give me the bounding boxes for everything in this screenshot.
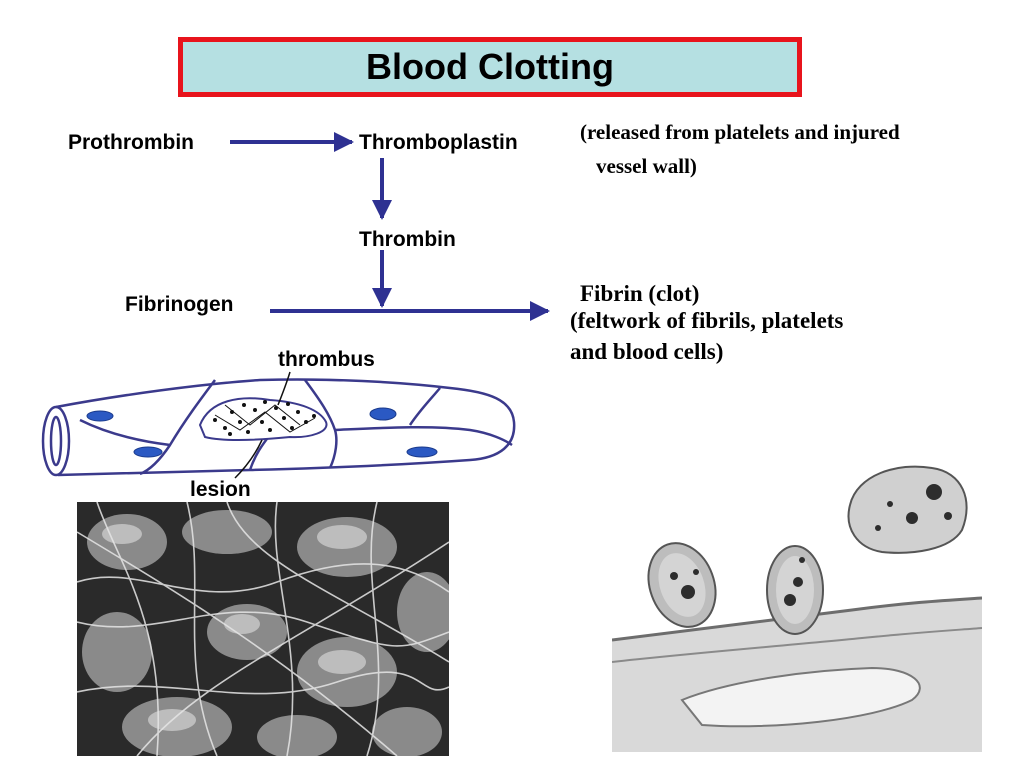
slide-title: Blood Clotting [366, 46, 614, 87]
lesion-pointer [234, 439, 263, 479]
platelets-micrograph [612, 400, 982, 752]
thrombus-pointer [277, 371, 291, 406]
thrombus-label: thrombus [278, 348, 375, 371]
title-banner: Blood Clotting [178, 37, 802, 97]
thrombin-label: Thrombin [359, 228, 456, 251]
cell-nuclei [86, 407, 438, 458]
fibrin-note-line1: (feltwork of fibrils, platelets [570, 308, 844, 333]
blood-vessel-sketch [41, 378, 516, 477]
lesion-label: lesion [190, 478, 251, 501]
prothrombin-label: Prothrombin [68, 131, 194, 154]
thromboplastin-label: Thromboplastin [359, 131, 518, 154]
thromboplastin-note-line2: vessel wall) [596, 154, 697, 178]
thromboplastin-note-line1: (released from platelets and injured [580, 120, 900, 144]
fibrin-mesh-micrograph [77, 502, 449, 756]
fibrinogen-label: Fibrinogen [125, 293, 234, 316]
thrombus-cluster [198, 397, 328, 442]
fibrin-note-line2: and blood cells) [570, 339, 724, 364]
fibrin-label: Fibrin (clot) [580, 281, 700, 306]
